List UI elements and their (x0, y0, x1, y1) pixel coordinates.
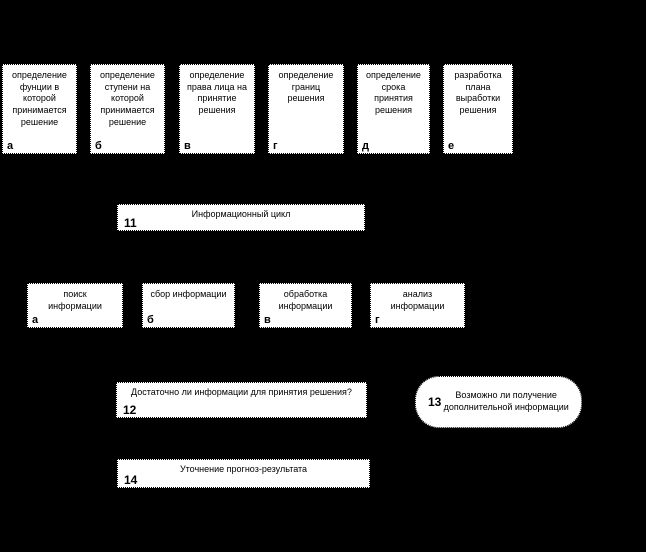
stage-box-a-label: а (7, 140, 14, 152)
info-box-g: анализ информации г (370, 283, 465, 328)
stage-box-g-text: определение границ решения (278, 70, 334, 104)
stage-box-g-label: г (273, 140, 278, 152)
stage-box-e-text: разработка плана выработки решения (454, 70, 502, 116)
stage-box-v: определение права лица на принятие решен… (179, 64, 255, 154)
block-13-text: Возможно ли получение дополнительной инф… (443, 390, 569, 412)
stage-box-b-text: определение ступени на которой принимает… (100, 70, 155, 127)
stage-box-a-text: определение фунции в которой принимается… (12, 70, 67, 127)
info-box-v-text: обработка информации (278, 289, 333, 311)
stage-box-g: определение границ решения г (268, 64, 344, 154)
stage-box-d-text: определение срока принятия решения (366, 70, 421, 116)
info-box-g-label: г (375, 314, 380, 326)
info-box-a-label: а (32, 314, 39, 326)
info-box-g-text: анализ информации (390, 289, 445, 311)
info-box-b-label: б (147, 314, 154, 326)
block-11-number: 11 (124, 216, 137, 230)
block-11-text: Информационный цикл (191, 209, 291, 219)
info-box-v: обработка информации в (259, 283, 352, 328)
stage-box-b-label: б (95, 140, 102, 152)
info-box-v-label: в (264, 314, 271, 326)
info-box-b-text: сбор информации (150, 289, 227, 299)
stage-box-v-text: определение права лица на принятие решен… (187, 70, 247, 116)
stage-box-e-label: е (448, 140, 455, 152)
block-13-additional-information-question: 13 Возможно ли получение дополнительной … (415, 376, 582, 428)
info-box-b: сбор информации б (142, 283, 235, 328)
stage-box-e: разработка плана выработки решения е (443, 64, 513, 154)
stage-box-d-label: д (362, 140, 369, 152)
block-12-number: 12 (123, 403, 137, 417)
block-11-information-cycle: Информационный цикл 11 (117, 204, 365, 231)
info-box-a: поиск информации а (27, 283, 123, 328)
stage-box-v-label: в (184, 140, 191, 152)
block-13-number: 13 (428, 395, 442, 409)
stage-box-a: определение фунции в которой принимается… (2, 64, 77, 154)
block-14-number: 14 (124, 473, 138, 487)
block-12-text: Достаточно ли информации для принятия ре… (131, 387, 352, 397)
block-14-forecast-refinement: Уточнение прогноз-результата 14 (117, 459, 370, 488)
stage-box-d: определение срока принятия решения д (357, 64, 430, 154)
block-14-text: Уточнение прогноз-результата (179, 464, 308, 474)
info-box-a-text: поиск информации (48, 289, 102, 311)
stage-box-b: определение ступени на которой принимает… (90, 64, 165, 154)
block-12-enough-information-question: Достаточно ли информации для принятия ре… (116, 382, 367, 418)
